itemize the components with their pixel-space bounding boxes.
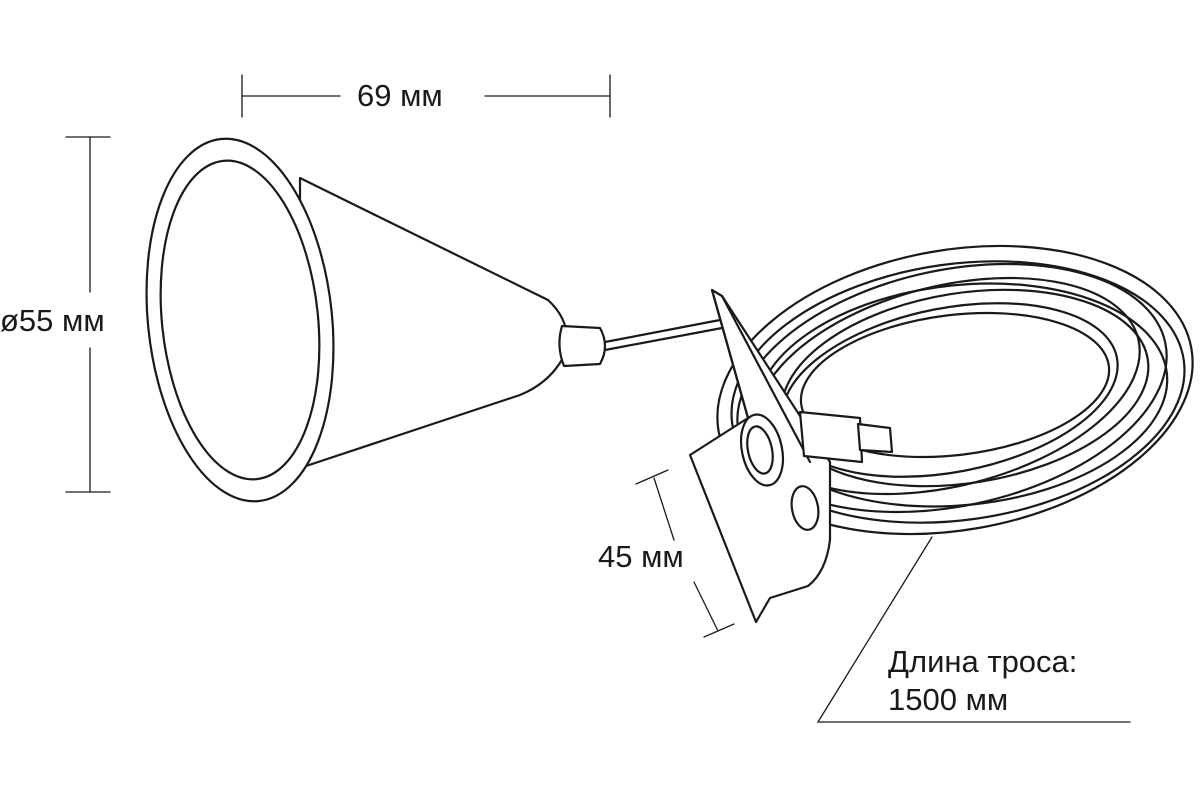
cable-coil [716, 244, 1194, 536]
cable-length-title: Длина троса: [888, 644, 1078, 679]
cable-leader-line [816, 536, 1131, 723]
diameter-dimension-line [65, 136, 111, 493]
clamp-plate [688, 288, 832, 624]
cone-shade [145, 137, 569, 503]
plate-dimension-line [635, 469, 735, 638]
diameter-label: ø55 мм [0, 303, 105, 338]
clamp-screw [798, 410, 894, 464]
length-label: 69 мм [357, 78, 443, 113]
cable-segment [603, 318, 724, 352]
cone-ferrule [558, 324, 607, 368]
plate-label: 45 мм [598, 539, 684, 574]
length-dimension-line [241, 74, 611, 118]
cable-length-value: 1500 мм [888, 682, 1009, 717]
